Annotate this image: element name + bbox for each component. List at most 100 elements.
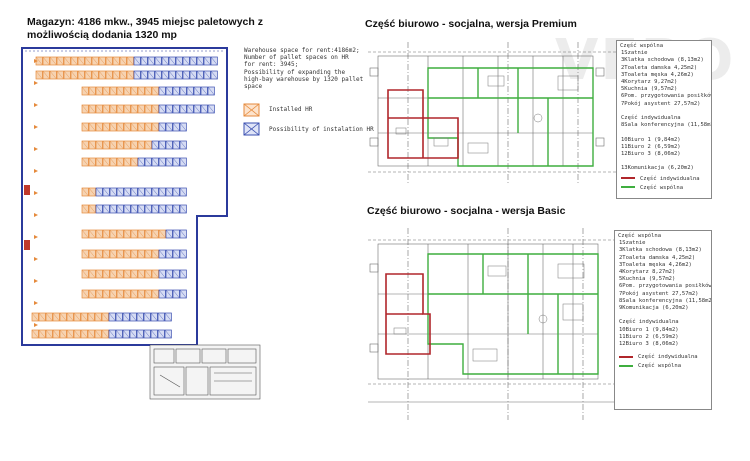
- rack-cell-cross: [109, 229, 117, 239]
- rack-cell-cross: [147, 70, 155, 80]
- rack-cell-cross: [81, 86, 89, 96]
- rack-cell-cross: [116, 122, 124, 132]
- rack-cell-cross: [98, 56, 106, 66]
- rack-cell-cross: [95, 140, 103, 150]
- warehouse-legend: Installed HR Possibility of instalation …: [243, 100, 374, 140]
- rack-cell-cross: [182, 70, 190, 80]
- dock-markers: [34, 59, 38, 327]
- rack-cell-cross: [151, 204, 159, 214]
- room-entry: 11Biuro 2 (6,59m2): [621, 143, 681, 150]
- rack-cell-cross: [165, 86, 173, 96]
- rack-cell-cross: [116, 187, 124, 197]
- rack-cell-cross: [123, 187, 131, 197]
- room-entry: Część indywidualna: [621, 115, 681, 122]
- rack-cell-cross: [158, 122, 166, 132]
- rack-cell-cross: [165, 204, 173, 214]
- rack-cell-cross: [108, 329, 116, 339]
- room-entry: 7Pokój asystent 27,57m2): [621, 100, 701, 107]
- room-entry: 1Szatnie: [619, 240, 646, 247]
- rack-cell-cross: [203, 56, 211, 66]
- rack-cell-cross: [157, 329, 165, 339]
- rack-cell-cross: [140, 70, 148, 80]
- rack-cell-cross: [123, 269, 131, 279]
- rack-cell-cross: [133, 70, 141, 80]
- rack-cell-cross: [130, 187, 138, 197]
- rack-cell-cross: [207, 86, 215, 96]
- rack-cell-cross: [179, 187, 187, 197]
- rack-cell-cross: [115, 312, 123, 322]
- rack-cell-cross: [126, 56, 134, 66]
- rack-cell-cross: [193, 86, 201, 96]
- rack-cell-cross: [158, 289, 166, 299]
- rack-cell-cross: [123, 86, 131, 96]
- rack-cell-cross: [196, 56, 204, 66]
- dock-marker: [34, 81, 38, 85]
- rack-cell-cross: [109, 249, 117, 259]
- rack-cell-cross: [144, 187, 152, 197]
- rack-cell-cross: [179, 204, 187, 214]
- green-swatch: [621, 186, 635, 189]
- info-line: Warehouse space for rent:4186m2;: [244, 47, 360, 54]
- rack-cell-cross: [116, 104, 124, 114]
- rack-cell-cross: [95, 269, 103, 279]
- rack-cell-cross: [81, 269, 89, 279]
- rack-cell-cross: [109, 104, 117, 114]
- dock-marker: [34, 323, 38, 327]
- rack-cell-cross: [144, 104, 152, 114]
- rack-cell-cross: [116, 86, 124, 96]
- rack-cell-cross: [123, 249, 131, 259]
- rack-cell-cross: [151, 249, 159, 259]
- room-spacer: [619, 158, 711, 165]
- rack-cell-cross: [130, 104, 138, 114]
- green-swatch: [619, 364, 633, 367]
- rack-cell-cross: [130, 140, 138, 150]
- rack-cell-cross: [144, 229, 152, 239]
- rack-cell-cross: [137, 104, 145, 114]
- rack-cell-cross: [172, 204, 180, 214]
- rack-cell-cross: [151, 86, 159, 96]
- rack-cell-cross: [130, 289, 138, 299]
- rack-cell-cross: [200, 104, 208, 114]
- rack-cell-cross: [140, 56, 148, 66]
- rack-cell-cross: [179, 157, 187, 167]
- rack-cell-cross: [88, 204, 96, 214]
- legend-heading: Część wspólna: [618, 233, 662, 239]
- rack-cell-cross: [165, 157, 173, 167]
- rack-cell-cross: [88, 229, 96, 239]
- room-entry: 5Kuchnia (9,57m2): [621, 86, 678, 93]
- rack-cell-cross: [165, 229, 173, 239]
- rack-cell-cross: [186, 104, 194, 114]
- rack-cell-cross: [87, 329, 95, 339]
- rack-cell-cross: [137, 269, 145, 279]
- legend-individual-label: Część indywidualna: [638, 354, 698, 361]
- rack-cell-cross: [193, 104, 201, 114]
- rack-cell-cross: [130, 157, 138, 167]
- rack-cell-cross: [158, 249, 166, 259]
- rack-cell-cross: [119, 70, 127, 80]
- rack-cell-cross: [88, 249, 96, 259]
- rack-cell-cross: [165, 289, 173, 299]
- rack-cell-cross: [158, 204, 166, 214]
- rack-cell-cross: [164, 312, 172, 322]
- rack-cell-cross: [137, 289, 145, 299]
- rack-cell-cross: [137, 229, 145, 239]
- rack-cell-cross: [95, 229, 103, 239]
- rack-cell-cross: [130, 249, 138, 259]
- rack-cell-cross: [45, 312, 53, 322]
- rack-cell-cross: [108, 312, 116, 322]
- premium-title: Część biurowo - socjalna, wersja Premium: [365, 18, 577, 30]
- room-entry: Część indywidualna: [619, 319, 679, 326]
- rack-cell-cross: [88, 104, 96, 114]
- rack-cell-cross: [158, 86, 166, 96]
- room-entry: 5Kuchnia (9,57m2): [619, 276, 676, 283]
- rack-cell-cross: [130, 229, 138, 239]
- rack-cell-cross: [49, 56, 57, 66]
- legend-individual-label: Część indywidualna: [640, 175, 700, 182]
- rack-cell-cross: [73, 329, 81, 339]
- rack-cell-cross: [109, 157, 117, 167]
- room-entry: 6Pom. przygotowania posiłków (4,47m2): [619, 283, 712, 290]
- rack-cell-cross: [210, 56, 218, 66]
- rack-cell-cross: [95, 157, 103, 167]
